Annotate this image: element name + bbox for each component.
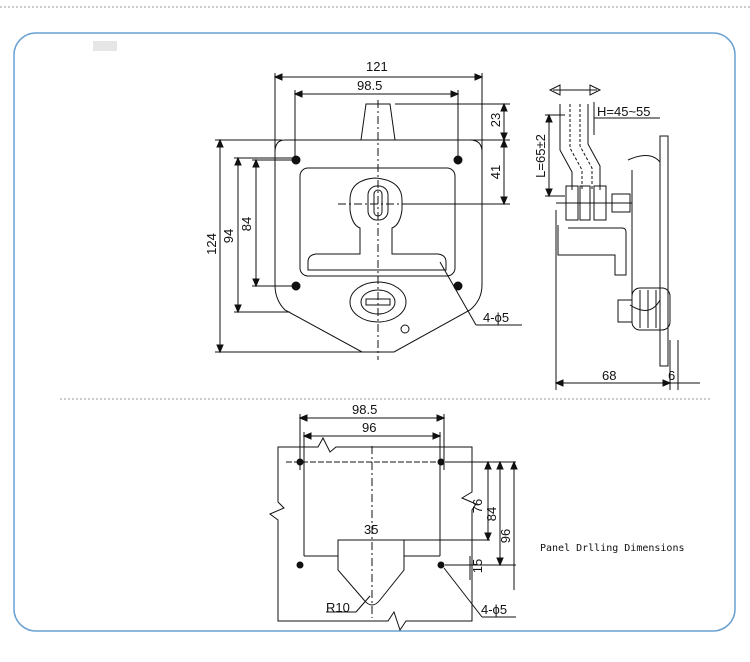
dim-121: 121 <box>366 59 388 74</box>
dim-84: 84 <box>239 217 254 231</box>
outer-frame <box>13 32 736 632</box>
dim-23: 23 <box>488 113 503 127</box>
side-view <box>545 84 700 390</box>
cutout-dim-84: 84 <box>484 507 499 521</box>
front-view <box>215 73 522 360</box>
dim-68: 68 <box>602 368 616 383</box>
cutout-holes-label: 4-ϕ5 <box>481 602 507 617</box>
panel-drilling-title: Panel Drlling Dimensions <box>540 543 685 554</box>
front-holes-label: 4-ϕ5 <box>483 310 509 325</box>
dim-6: 6 <box>668 368 675 383</box>
cutout-dim-35: 35 <box>364 522 378 537</box>
dim-l-range: L=65±2 <box>533 134 548 178</box>
dim-98-5: 98.5 <box>357 78 382 93</box>
dim-124: 124 <box>204 233 219 255</box>
cutout-dim-76: 76 <box>470 499 485 513</box>
dim-h-range: H=45~55 <box>597 104 651 119</box>
cutout-dim-96: 96 <box>362 420 376 435</box>
cutout-dim-98-5: 98.5 <box>352 402 377 417</box>
cutout-dim-15: 15 <box>470 559 485 573</box>
cutout-dim-96-vertical: 96 <box>498 529 513 543</box>
dim-41: 41 <box>488 165 503 179</box>
panel-cutout <box>269 414 518 632</box>
dim-94: 94 <box>221 229 236 243</box>
corner-tag <box>93 41 117 51</box>
cutout-radius-label: R10 <box>326 600 350 615</box>
